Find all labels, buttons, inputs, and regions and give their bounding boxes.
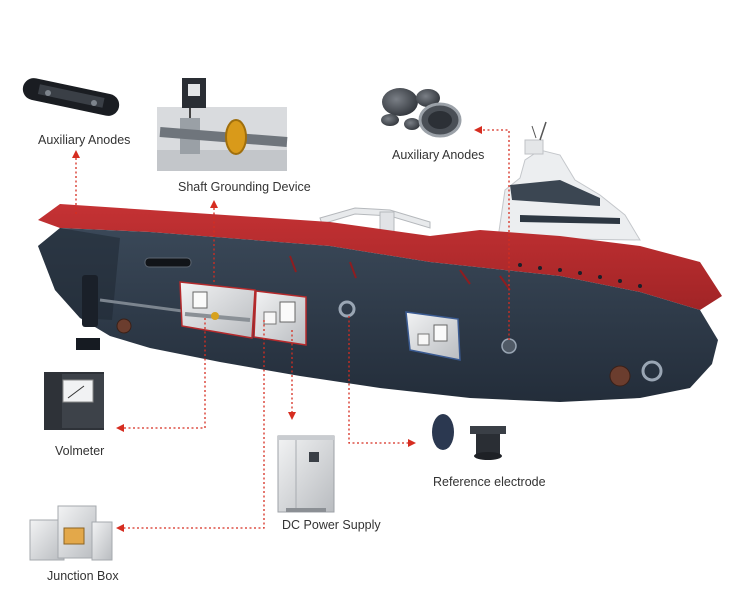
hull-anode [501, 338, 517, 354]
ship [38, 121, 722, 402]
cutaway-shaft-room [179, 281, 256, 339]
hull [38, 228, 718, 402]
leader-arrowheads [72, 126, 482, 532]
leader-reference [348, 316, 408, 444]
cabinet-icon [277, 435, 335, 513]
label-shaft-grounding: Shaft Grounding Device [178, 180, 311, 194]
label-junction-box: Junction Box [47, 569, 119, 583]
sea-chest-grille [116, 318, 132, 334]
electrode-icon [432, 414, 506, 460]
label-aux-anodes-left: Auxiliary Anodes [38, 133, 131, 147]
propeller [76, 275, 100, 350]
superstructure [497, 121, 641, 241]
label-reference-electrode: Reference electrode [433, 475, 546, 489]
hull-bar-anode [144, 257, 192, 268]
junction-box-icon [29, 505, 113, 561]
cutaway-forward-room [405, 311, 461, 361]
leader-junction [124, 320, 265, 529]
hull-electrode [338, 300, 356, 318]
cutaway-dc-room [253, 290, 307, 346]
leader-voltmeter [124, 318, 206, 429]
hull-red-band [38, 204, 722, 310]
voltmeter-icon [44, 372, 104, 430]
label-voltmeter: Volmeter [55, 444, 105, 458]
shaft-grounding-icon [157, 78, 288, 171]
leader-lines [75, 129, 510, 529]
disc-anodes-icon [381, 88, 462, 138]
sea-chest-grille [609, 365, 631, 387]
label-aux-anodes-right: Auxiliary Anodes [392, 148, 485, 162]
label-dc-power-supply: DC Power Supply [282, 518, 381, 532]
bow-thruster [641, 360, 663, 382]
bar-anode-icon [22, 78, 120, 116]
